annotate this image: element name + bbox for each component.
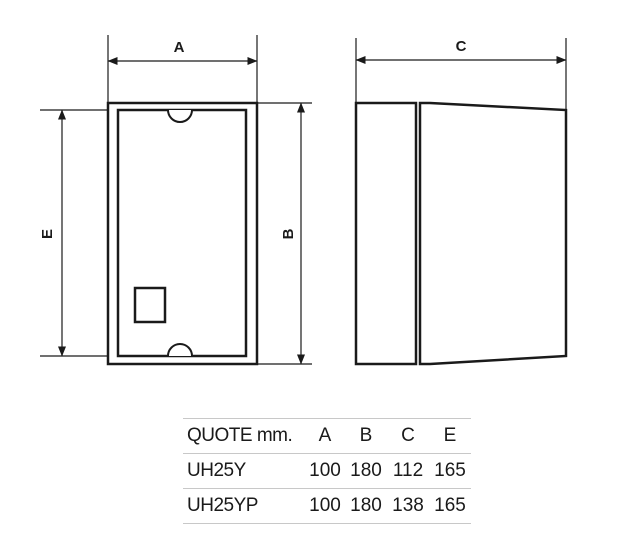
bottom-screw-notch xyxy=(167,343,193,357)
dimension-b xyxy=(257,102,312,365)
dimension-c xyxy=(355,38,567,110)
dimension-e xyxy=(40,109,108,357)
table-header-cell: C xyxy=(387,418,429,454)
dimensions-table: QUOTE mm. A B C E UH25Y 100 180 112 165 … xyxy=(183,418,471,524)
technical-drawing: A C E B xyxy=(39,35,568,366)
label-a: A xyxy=(174,39,185,56)
table-row: UH25Y 100 180 112 165 xyxy=(183,453,471,489)
front-view xyxy=(106,101,259,366)
table-header-cell: A xyxy=(305,418,345,454)
table-header-cell: E xyxy=(429,418,471,454)
table-cell: 165 xyxy=(429,453,471,489)
table-header-cell: QUOTE mm. xyxy=(183,418,305,454)
cable-knockout xyxy=(133,286,167,324)
table-cell: UH25Y xyxy=(183,453,305,489)
table-cell: 180 xyxy=(345,453,387,489)
table-cell: 180 xyxy=(345,488,387,524)
side-view xyxy=(354,101,568,366)
table-row: UH25YP 100 180 138 165 xyxy=(183,488,471,524)
front-inner-frame xyxy=(116,108,248,358)
dimension-a xyxy=(107,35,258,103)
label-c: C xyxy=(456,38,467,55)
table-header-cell: B xyxy=(345,418,387,454)
table-cell: 100 xyxy=(305,488,345,524)
table-header-row: QUOTE mm. A B C E xyxy=(183,418,471,454)
top-screw-notch xyxy=(167,109,193,123)
side-cover xyxy=(418,101,568,366)
table-cell: UH25YP xyxy=(183,488,305,524)
side-base xyxy=(354,101,418,366)
table-cell: 112 xyxy=(387,453,429,489)
table-cell: 138 xyxy=(387,488,429,524)
front-outer-frame xyxy=(106,101,259,366)
table-cell: 100 xyxy=(305,453,345,489)
table-cell: 165 xyxy=(429,488,471,524)
label-b: B xyxy=(280,228,297,239)
label-e: E xyxy=(39,229,56,239)
